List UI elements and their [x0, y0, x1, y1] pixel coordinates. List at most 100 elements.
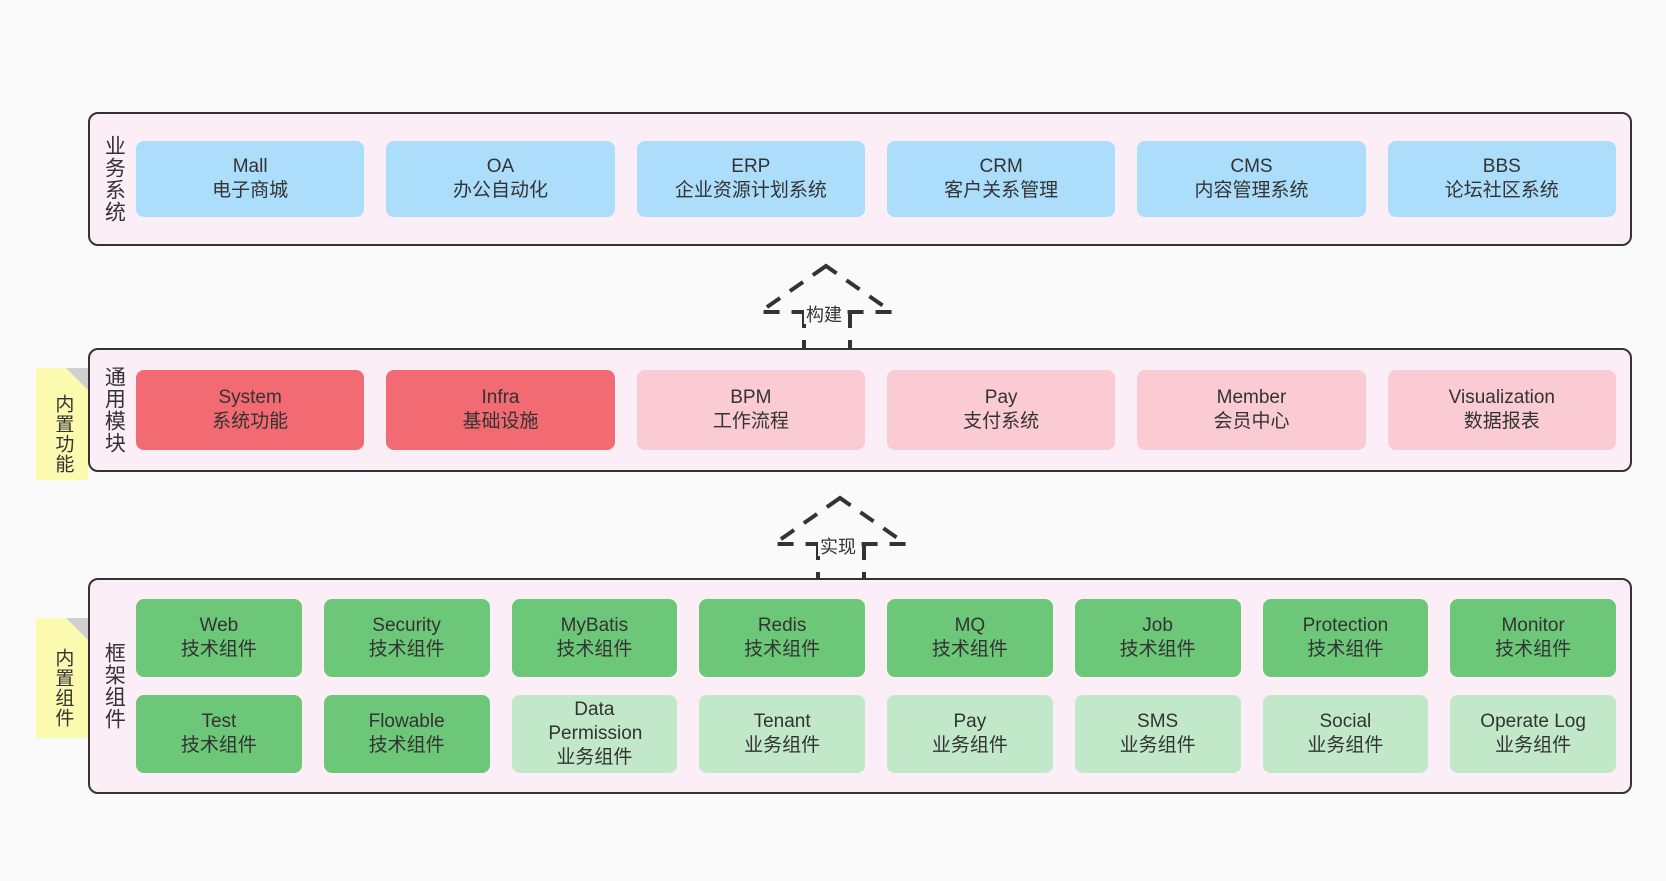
module-card-monitor[interactable]: Monitor 技术组件 — [1450, 599, 1616, 677]
module-title-en: Test — [201, 710, 237, 732]
module-title-en: OA — [486, 155, 515, 177]
module-title-cn: 办公自动化 — [452, 180, 548, 201]
note-builtin-function: 内置功能 — [36, 368, 88, 480]
note-builtin-component: 内置组件 — [36, 618, 88, 738]
module-card-test[interactable]: Test 技术组件 — [136, 695, 302, 773]
module-row: Test 技术组件 Flowable 技术组件 Data Permission … — [136, 695, 1616, 773]
module-title-cn: 电子商城 — [212, 180, 289, 201]
module-card-cms[interactable]: CMS 内容管理系统 — [1137, 141, 1366, 217]
module-card-bbs[interactable]: BBS 论坛社区系统 — [1387, 141, 1616, 217]
connector-build-label: 构建 — [804, 305, 844, 325]
module-card-visualization[interactable]: Visualization 数据报表 — [1387, 370, 1616, 450]
module-title-cn: 技术组件 — [180, 639, 257, 660]
note-label: 内置组件 — [52, 648, 74, 728]
module-title-en: Pay — [984, 386, 1018, 408]
module-row: Mall 电子商城 OA 办公自动化 ERP 企业资源计划系统 CRM 客户关系… — [136, 141, 1616, 217]
module-card-tenant[interactable]: Tenant 业务组件 — [699, 695, 865, 773]
module-title-en: Protection — [1302, 614, 1389, 636]
module-title-cn: 技术组件 — [368, 639, 445, 660]
module-title-cn: 业务组件 — [744, 735, 821, 756]
module-title-en: Operate Log — [1480, 710, 1586, 732]
module-title-en: Data Permission — [548, 698, 643, 744]
module-title-en: Web — [199, 614, 239, 636]
module-title-en: BBS — [1482, 155, 1521, 177]
module-card-data-permission[interactable]: Data Permission 业务组件 — [511, 695, 678, 773]
module-title-cn: 业务组件 — [556, 747, 633, 769]
module-card-security[interactable]: Security 技术组件 — [323, 599, 490, 677]
module-card-mall[interactable]: Mall 电子商城 — [136, 141, 365, 217]
note-fold-corner-icon — [66, 368, 88, 390]
module-title-cn: 技术组件 — [1495, 639, 1572, 660]
module-card-oa[interactable]: OA 办公自动化 — [386, 141, 615, 217]
note-fold-corner-icon — [66, 618, 88, 640]
module-title-en: Pay — [953, 710, 987, 732]
layer-body-framework-component: Web 技术组件 Security 技术组件 MyBatis 技术组件 Redi… — [136, 580, 1630, 792]
module-card-redis[interactable]: Redis 技术组件 — [699, 599, 865, 677]
module-title-en: Redis — [757, 614, 807, 636]
module-card-pay[interactable]: Pay 支付系统 — [886, 370, 1116, 450]
module-title-en: Job — [1142, 614, 1173, 636]
module-title-cn: 支付系统 — [963, 411, 1040, 432]
module-card-operate-log[interactable]: Operate Log 业务组件 — [1450, 695, 1616, 773]
module-card-system[interactable]: System 系统功能 — [136, 370, 365, 450]
module-card-flowable[interactable]: Flowable 技术组件 — [323, 695, 490, 773]
module-title-en: Tenant — [753, 710, 811, 732]
module-title-en: MyBatis — [560, 614, 629, 636]
module-title-en: System — [218, 386, 282, 408]
module-card-infra[interactable]: Infra 基础设施 — [386, 370, 615, 450]
module-title-cn: 技术组件 — [556, 639, 633, 660]
layer-common-module: 通用模块 System 系统功能 Infra 基础设施 BPM 工作流程 Pay… — [88, 348, 1632, 472]
module-card-mybatis[interactable]: MyBatis 技术组件 — [511, 599, 678, 677]
module-card-sms[interactable]: SMS 业务组件 — [1074, 695, 1241, 773]
module-title-en: Infra — [481, 386, 520, 408]
module-title-cn: 技术组件 — [931, 639, 1008, 660]
module-title-cn: 基础设施 — [462, 411, 539, 432]
module-card-crm[interactable]: CRM 客户关系管理 — [886, 141, 1116, 217]
module-title-cn: 技术组件 — [180, 735, 257, 756]
module-row: Web 技术组件 Security 技术组件 MyBatis 技术组件 Redi… — [136, 599, 1616, 677]
connector-implement: 实现 — [767, 494, 916, 580]
module-title-en: Flowable — [368, 710, 445, 732]
module-title-cn: 业务组件 — [1119, 735, 1196, 756]
module-title-cn: 技术组件 — [1119, 639, 1196, 660]
module-card-web[interactable]: Web 技术组件 — [136, 599, 302, 677]
module-card-member[interactable]: Member 会员中心 — [1137, 370, 1366, 450]
layer-business-system: 业务系统 Mall 电子商城 OA 办公自动化 ERP 企业资源计划系统 CRM… — [88, 112, 1632, 246]
layer-body-business-system: Mall 电子商城 OA 办公自动化 ERP 企业资源计划系统 CRM 客户关系… — [136, 114, 1630, 244]
module-title-cn: 工作流程 — [712, 411, 789, 432]
module-title-cn: 内容管理系统 — [1194, 180, 1309, 201]
module-card-mq[interactable]: MQ 技术组件 — [887, 599, 1053, 677]
module-title-cn: 系统功能 — [212, 411, 289, 432]
module-card-protection[interactable]: Protection 技术组件 — [1262, 599, 1429, 677]
module-title-en: BPM — [730, 386, 772, 408]
module-title-en: ERP — [731, 155, 771, 177]
module-title-en: MQ — [954, 614, 986, 636]
module-title-en: Security — [372, 614, 441, 636]
module-card-job[interactable]: Job 技术组件 — [1074, 599, 1241, 677]
layer-framework-component: 框架组件 Web 技术组件 Security 技术组件 MyBatis 技术组件… — [88, 578, 1632, 794]
module-title-en: Visualization — [1448, 386, 1555, 408]
module-card-pay-component[interactable]: Pay 业务组件 — [887, 695, 1053, 773]
module-title-en: CRM — [979, 155, 1023, 177]
module-title-cn: 技术组件 — [744, 639, 821, 660]
module-title-en: Member — [1216, 386, 1287, 408]
module-title-cn: 技术组件 — [1307, 639, 1384, 660]
module-title-cn: 会员中心 — [1213, 411, 1290, 432]
module-title-cn: 业务组件 — [931, 735, 1008, 756]
layer-body-common-module: System 系统功能 Infra 基础设施 BPM 工作流程 Pay 支付系统… — [136, 350, 1630, 470]
connector-build: 构建 — [753, 262, 902, 348]
module-card-social[interactable]: Social 业务组件 — [1262, 695, 1429, 773]
module-title-en: Monitor — [1501, 614, 1565, 636]
module-title-en: Mall — [232, 155, 268, 177]
module-title-cn: 技术组件 — [368, 735, 445, 756]
module-title-en: Social — [1319, 710, 1372, 732]
module-title-cn: 数据报表 — [1463, 411, 1540, 432]
module-row: System 系统功能 Infra 基础设施 BPM 工作流程 Pay 支付系统… — [136, 370, 1616, 450]
layer-label-common-module: 通用模块 — [102, 366, 126, 454]
module-title-cn: 业务组件 — [1307, 735, 1384, 756]
layer-label-business-system: 业务系统 — [102, 135, 126, 223]
module-title-cn: 企业资源计划系统 — [674, 180, 827, 201]
module-card-erp[interactable]: ERP 企业资源计划系统 — [636, 141, 865, 217]
module-card-bpm[interactable]: BPM 工作流程 — [636, 370, 865, 450]
